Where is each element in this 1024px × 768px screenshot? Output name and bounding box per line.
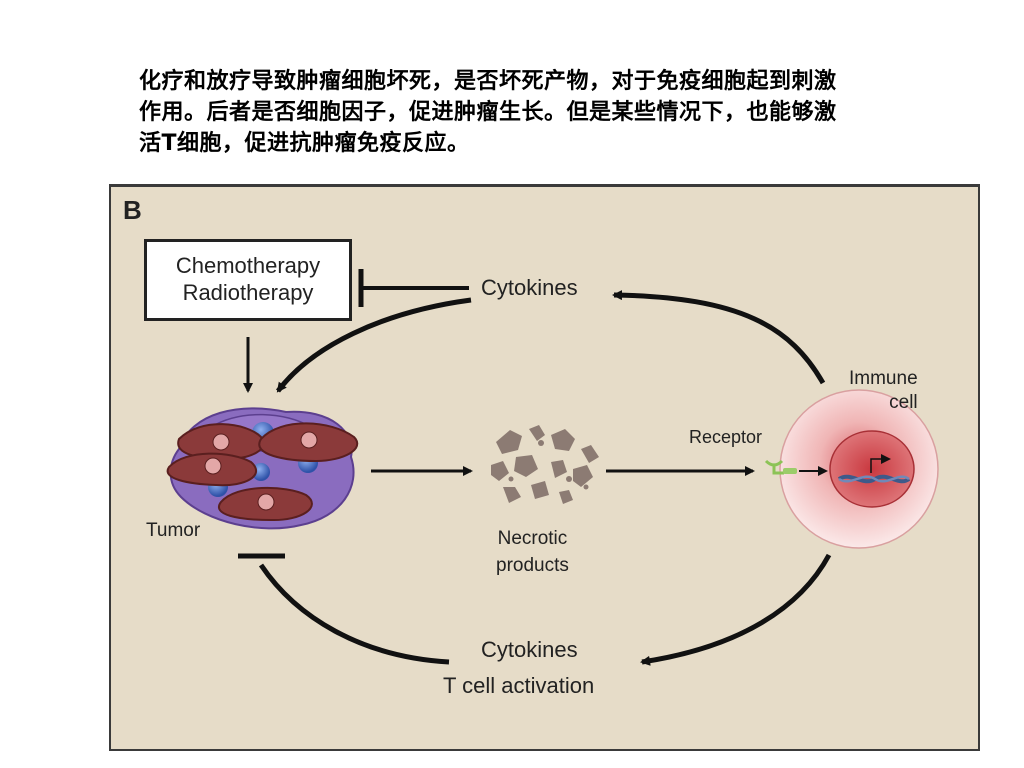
arrow-immune-to-tcell [640,553,832,666]
arrow-cytokines-to-tumor [276,297,472,393]
tumor-label: Tumor [146,520,201,541]
caption-line-1: 化疗和放疗导致肿瘤细胞坏死，是否坏死产物，对于免疫细胞起到刺激 [139,69,837,94]
necrotic-debris [491,425,599,504]
caption-line-2: 作用。后者是否细胞因子，促进肿瘤生长。但是某些情况下，也能够激 [139,100,837,125]
inhibit-arc-tumor [258,563,450,665]
necrotic-label: Necrotic products [496,525,569,579]
cytokines-top-label: Cytokines [481,275,578,300]
t-cell-activation-label: T cell activation [443,673,595,698]
panel-letter: B [123,195,142,225]
cytokines-bottom-label: Cytokines [481,637,578,662]
necrotic-label-line1: Necrotic [497,528,568,549]
diagram-graphics [166,269,939,666]
tumor-cluster [166,407,359,530]
immune-cell-label-line2: cell [889,392,918,413]
therapy-label-chemo: Chemotherapy [175,253,321,278]
arrow-immune-to-cytokines [612,290,826,385]
therapy-box: Chemotherapy Radiotherapy [144,239,352,321]
necrotic-label-line2: products [496,555,569,576]
therapy-label-radio: Radiotherapy [182,280,314,305]
immune-cell-label: Immune cell [849,367,918,415]
immune-cell [764,389,939,549]
immune-cell-label-line1: Immune [849,368,918,389]
diagram-panel: B Chemotherapy Radiotherapy Cytokines Tu… [109,184,980,751]
receptor-label: Receptor [689,427,763,447]
caption-text: 化疗和放疗导致肿瘤细胞坏死，是否坏死产物，对于免疫细胞起到刺激 作用。后者是否细… [139,66,949,159]
caption-line-3: 活T细胞，促进抗肿瘤免疫反应。 [139,131,470,156]
